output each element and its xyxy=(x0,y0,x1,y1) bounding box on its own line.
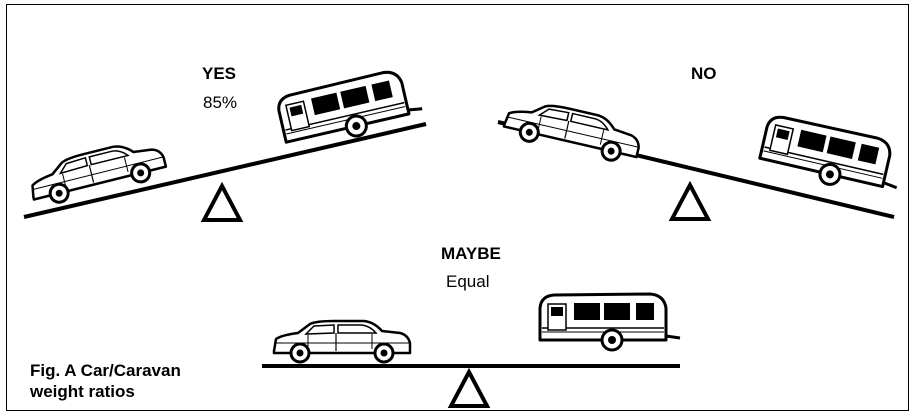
maybe-ratio-label: Equal xyxy=(446,272,489,292)
fulcrum-icon xyxy=(204,186,240,220)
car-icon xyxy=(502,95,644,166)
caption-line-1: Fig. A Car/Caravan xyxy=(30,360,230,381)
no-seesaw xyxy=(498,95,907,219)
caravan-icon xyxy=(276,66,425,152)
car-icon xyxy=(274,321,410,362)
caption-line-2: weight ratios xyxy=(30,381,230,402)
fulcrum-icon xyxy=(672,185,708,219)
maybe-label: MAYBE xyxy=(441,244,501,264)
maybe-seesaw xyxy=(262,294,680,406)
no-label: NO xyxy=(691,64,717,84)
yes-label: YES xyxy=(202,64,236,84)
yes-seesaw xyxy=(24,66,426,220)
caravan-icon xyxy=(540,294,680,350)
yes-ratio-label: 85% xyxy=(203,93,237,113)
figure-caption: Fig. A Car/Caravan weight ratios xyxy=(30,360,230,402)
fulcrum-icon xyxy=(451,372,487,406)
car-icon xyxy=(26,136,168,209)
caravan-icon xyxy=(758,113,907,199)
